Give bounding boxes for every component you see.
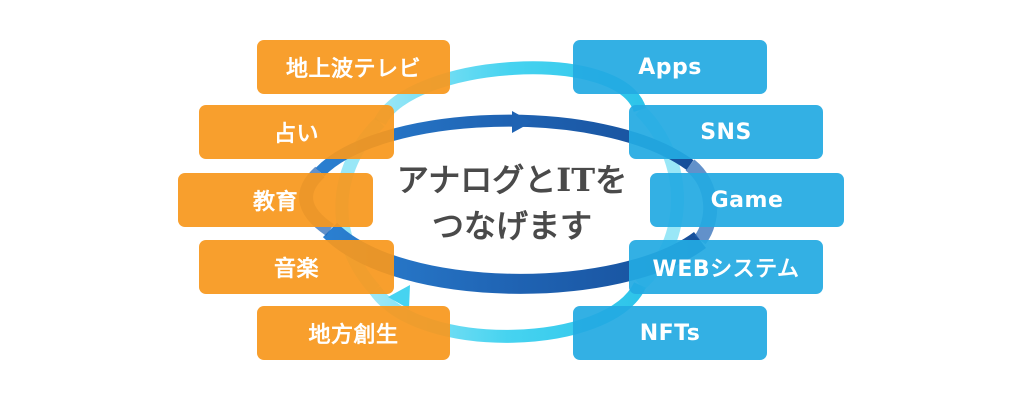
analog-item-label: 地方創生 [308,323,399,348]
analog-item-fortune-telling: 占い [199,105,394,159]
it-item-apps: Apps [573,40,767,94]
it-item-label: WEBシステム [652,257,800,282]
analog-item-label: 占い [273,122,319,147]
it-item-label: SNS [700,119,752,145]
center-title: アナログとITを つなげます [380,157,644,249]
inner-ring-arrowhead [512,111,532,133]
center-title-line2: つなげます [431,207,592,245]
analog-item-label: 地上波テレビ [285,57,421,82]
it-item-label: NFTs [639,320,701,346]
analog-item-label: 音楽 [273,257,319,282]
analog-item-music: 音楽 [199,240,394,294]
analog-item-education: 教育 [178,173,373,227]
it-item-nfts: NFTs [573,306,767,360]
center-title-line1: アナログとITを [396,161,628,199]
analog-item-terrestrial-tv: 地上波テレビ [257,40,450,94]
analog-item-label: 教育 [252,190,298,215]
it-item-sns: SNS [629,105,823,159]
it-item-web-system: WEBシステム [629,240,823,294]
it-item-game: Game [650,173,844,227]
analog-item-regional-revitalization: 地方創生 [257,306,450,360]
it-item-label: Apps [638,54,702,80]
outer-ring-arrowhead [388,285,410,309]
it-item-label: Game [710,187,784,213]
